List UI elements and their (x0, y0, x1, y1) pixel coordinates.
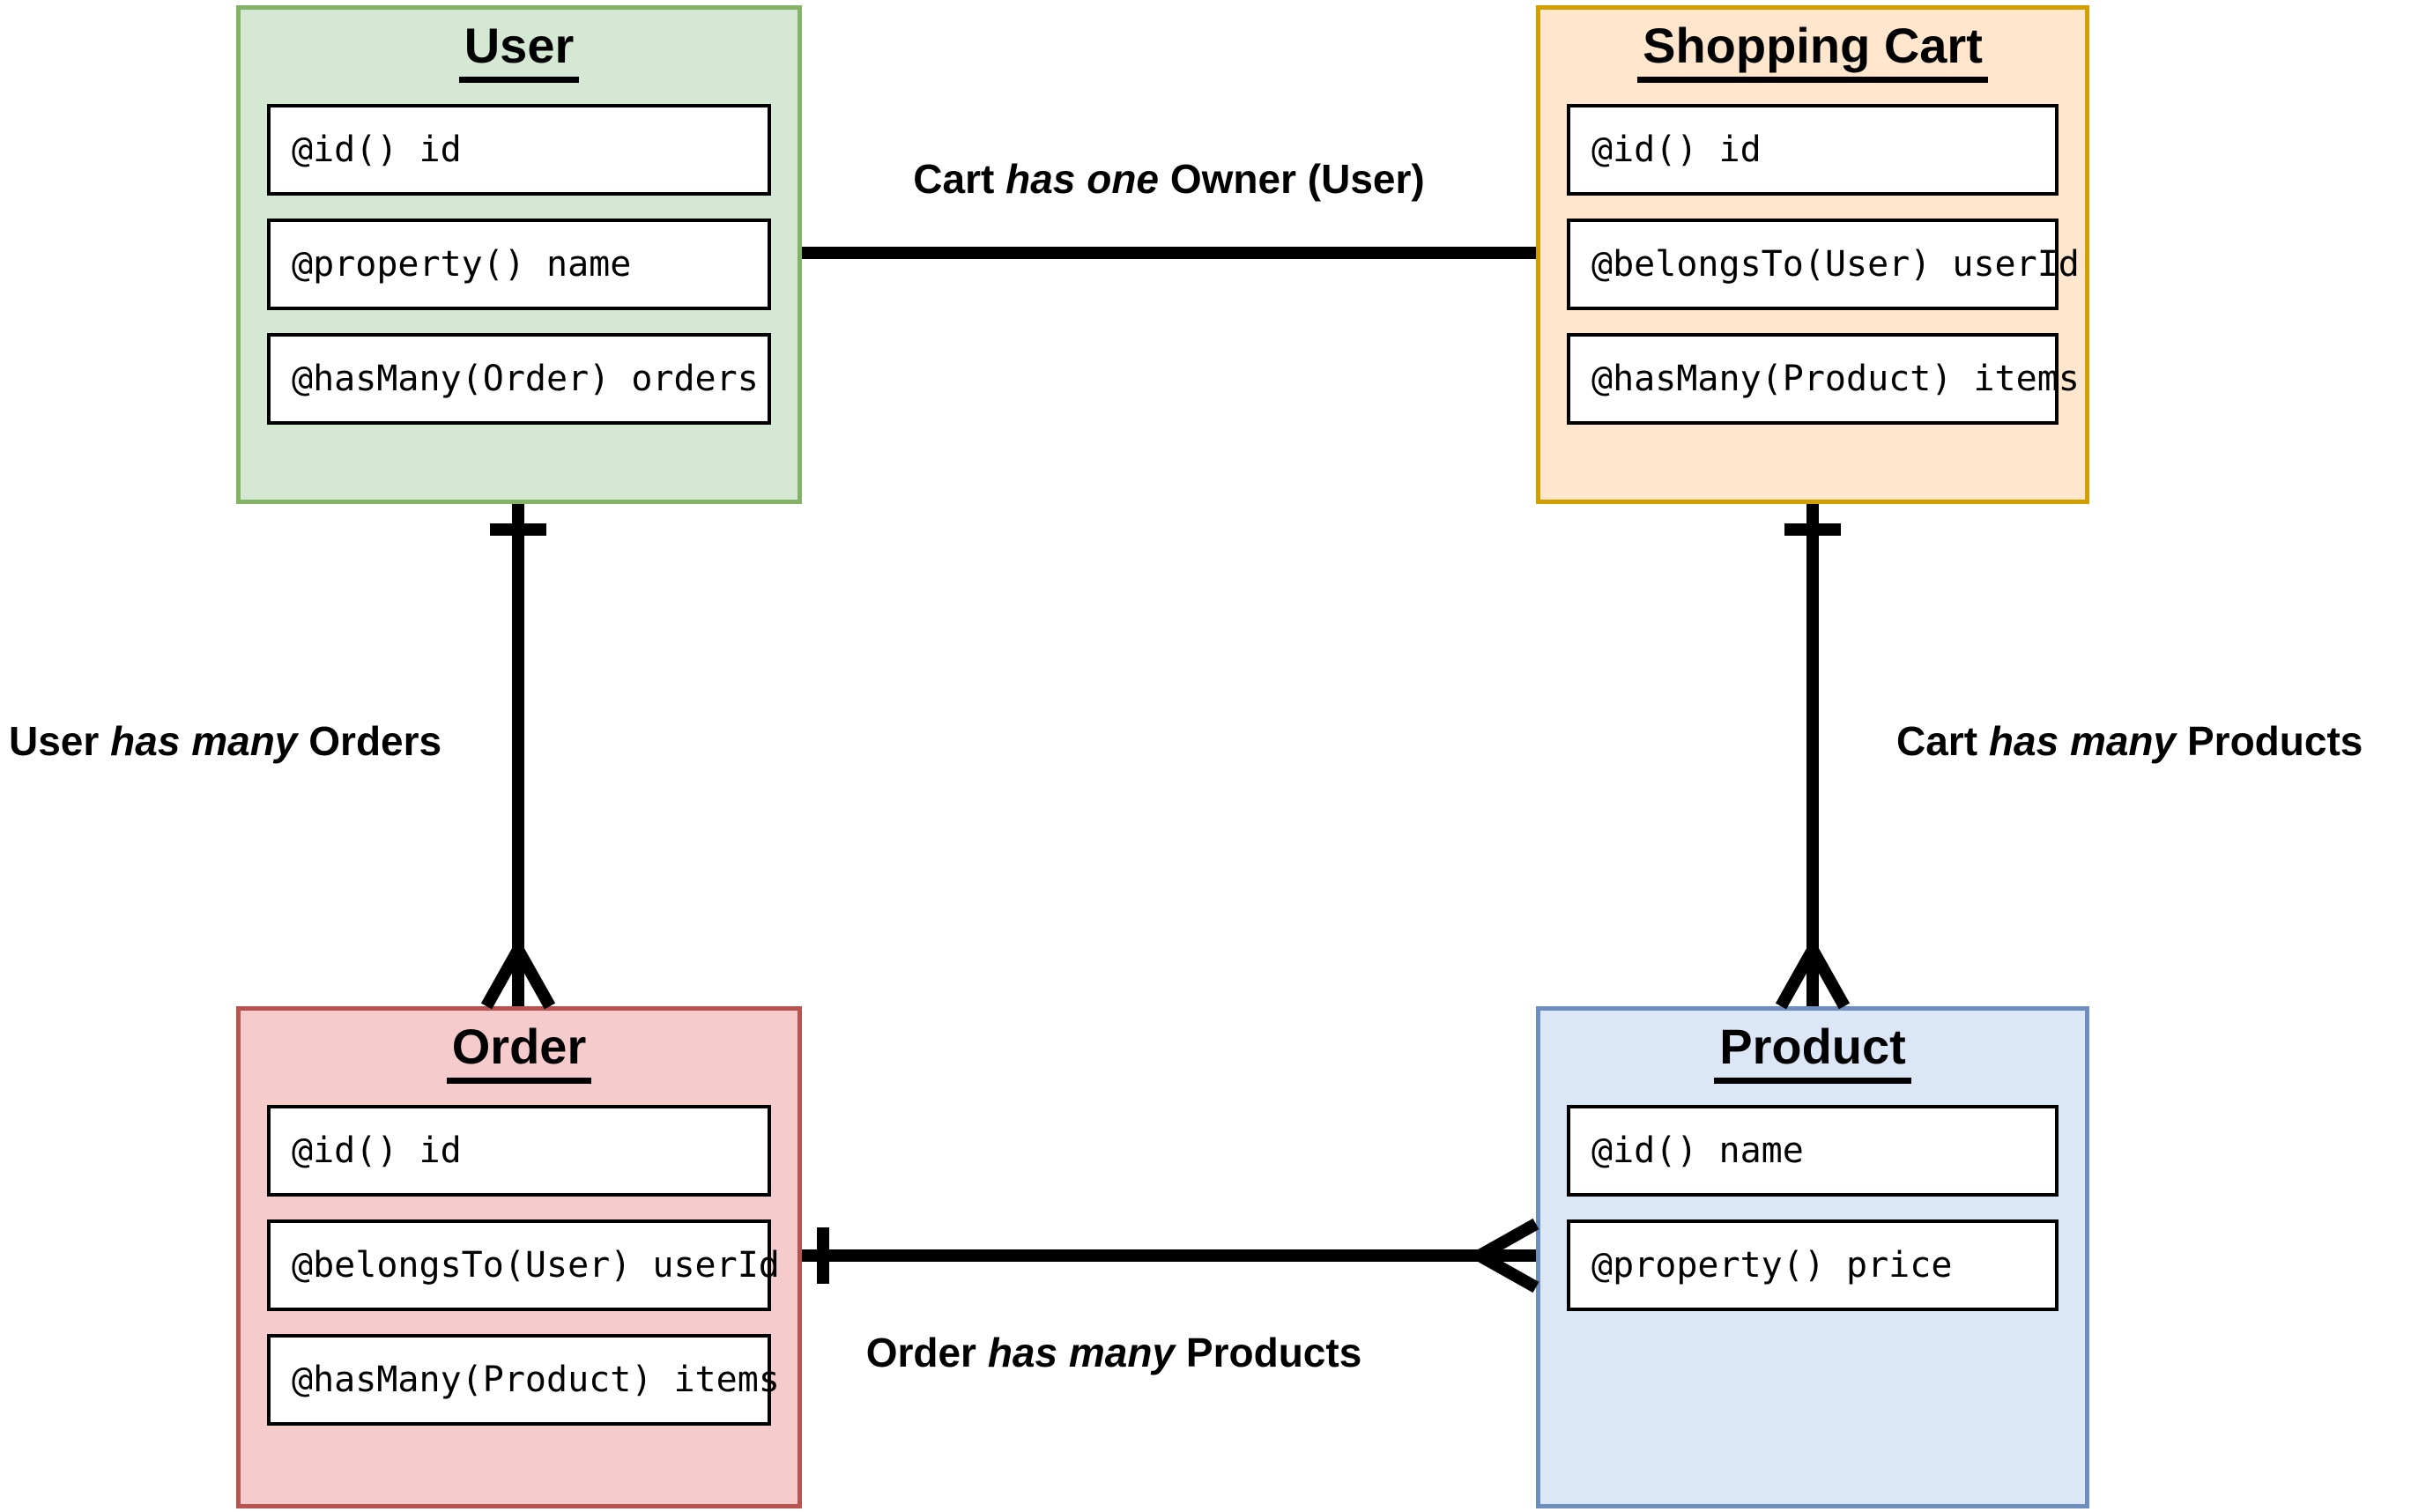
label-verb: has many (987, 1330, 1176, 1375)
relationship-label-user-orders: User has many Orders (9, 715, 441, 767)
label-object: Orders (308, 718, 442, 764)
cardinality-many-icon (1775, 946, 1851, 1010)
relationship-label-cart-products: Cart has many Products (1896, 715, 2363, 767)
entity-order-title: Order (241, 1019, 797, 1084)
entity-order-title-text: Order (446, 1019, 592, 1084)
entity-user-field-2: @property() name (267, 219, 771, 310)
connector-cart-products (1806, 504, 1819, 952)
entity-shopping-cart-title-text: Shopping Cart (1637, 19, 1988, 83)
cardinality-many-icon (480, 946, 556, 1010)
entity-order-fields: @id() id @belongsTo(User) userId @hasMan… (241, 1105, 797, 1426)
entity-user-field-1: @id() id (267, 104, 771, 196)
label-subject: User (9, 718, 100, 764)
label-verb: has one (1005, 156, 1159, 202)
entity-shopping-cart-field-2: @belongsTo(User) userId (1567, 219, 2080, 310)
cardinality-one-icon (817, 1227, 829, 1284)
entity-shopping-cart-fields: @id() id @belongsTo(User) userId @hasMan… (1540, 104, 2085, 425)
entity-shopping-cart-field-3: @hasMany(Product) items (1567, 333, 2080, 425)
entity-order: Order @id() id @belongsTo(User) userId @… (236, 1006, 802, 1508)
label-subject: Cart (913, 156, 995, 202)
entity-order-field-1: @id() id (267, 1105, 771, 1197)
label-subject: Order (865, 1330, 976, 1375)
cardinality-one-icon (490, 523, 546, 536)
entity-user-title-text: User (458, 19, 580, 83)
connector-user-orders (512, 504, 524, 952)
entity-user-field-3: @hasMany(Order) orders (267, 333, 771, 425)
cardinality-one-icon (1784, 523, 1841, 536)
label-object: Products (1185, 1330, 1362, 1375)
label-object: Products (2187, 718, 2363, 764)
relationship-label-order-products: Order has many Products (775, 1327, 1452, 1378)
entity-order-field-3: @hasMany(Product) items (267, 1334, 780, 1426)
cardinality-many-icon (1476, 1218, 1539, 1293)
label-object: Owner (User) (1169, 156, 1425, 202)
entity-product-field-2: @property() price (1567, 1219, 2059, 1311)
entity-user: User @id() id @property() name @hasMany(… (236, 5, 802, 504)
label-verb: has many (1988, 718, 2177, 764)
entity-shopping-cart: Shopping Cart @id() id @belongsTo(User) … (1536, 5, 2089, 504)
entity-product-title-text: Product (1714, 1019, 1911, 1084)
entity-user-title: User (241, 19, 797, 83)
entity-shopping-cart-field-1: @id() id (1567, 104, 2059, 196)
label-verb: has many (110, 718, 298, 764)
relationship-label-cart-owner: Cart has one Owner (User) (802, 153, 1536, 204)
label-subject: Cart (1896, 718, 1978, 764)
entity-product-field-1: @id() name (1567, 1105, 2059, 1197)
entity-product-fields: @id() name @property() price (1540, 1105, 2085, 1311)
entity-order-field-2: @belongsTo(User) userId (267, 1219, 780, 1311)
connector-cart-owner (802, 247, 1536, 259)
connector-order-products (802, 1249, 1480, 1262)
entity-product: Product @id() name @property() price (1536, 1006, 2089, 1508)
entity-user-fields: @id() id @property() name @hasMany(Order… (241, 104, 797, 425)
entity-shopping-cart-title: Shopping Cart (1540, 19, 2085, 83)
entity-product-title: Product (1540, 1019, 2085, 1084)
